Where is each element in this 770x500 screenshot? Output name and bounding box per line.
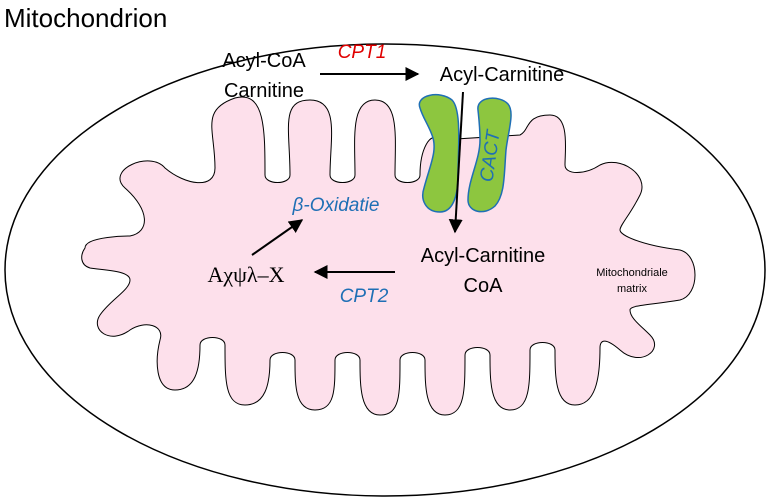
label-cpt1: CPT1: [338, 42, 387, 63]
title: Mitochondrion: [4, 3, 167, 33]
cact-transporter-left: [418, 93, 460, 213]
label-acyl-coa: Acyl-CoA: [222, 50, 306, 72]
transport-arrow: [448, 91, 464, 234]
label-coa: CoA: [464, 275, 504, 297]
label-beta-oxidation: β-Oxidatie: [292, 195, 380, 216]
cact-transporter-right: [467, 97, 512, 213]
label-acyl-x: Aχψλ–X: [208, 262, 285, 287]
label-cpt2: CPT2: [340, 286, 389, 307]
beta-oxidation-arrow: [251, 219, 304, 256]
label-carnitine: Carnitine: [224, 80, 304, 102]
inner-membrane-matrix: [81, 96, 696, 416]
label-acyl-carnitine-bottom: Acyl-Carnitine: [421, 245, 545, 267]
label-acyl-carnitine-top: Acyl-Carnitine: [440, 64, 564, 86]
label-matrix-line2: matrix: [617, 283, 647, 295]
label-matrix-line1: Mitochondriale: [596, 267, 668, 279]
